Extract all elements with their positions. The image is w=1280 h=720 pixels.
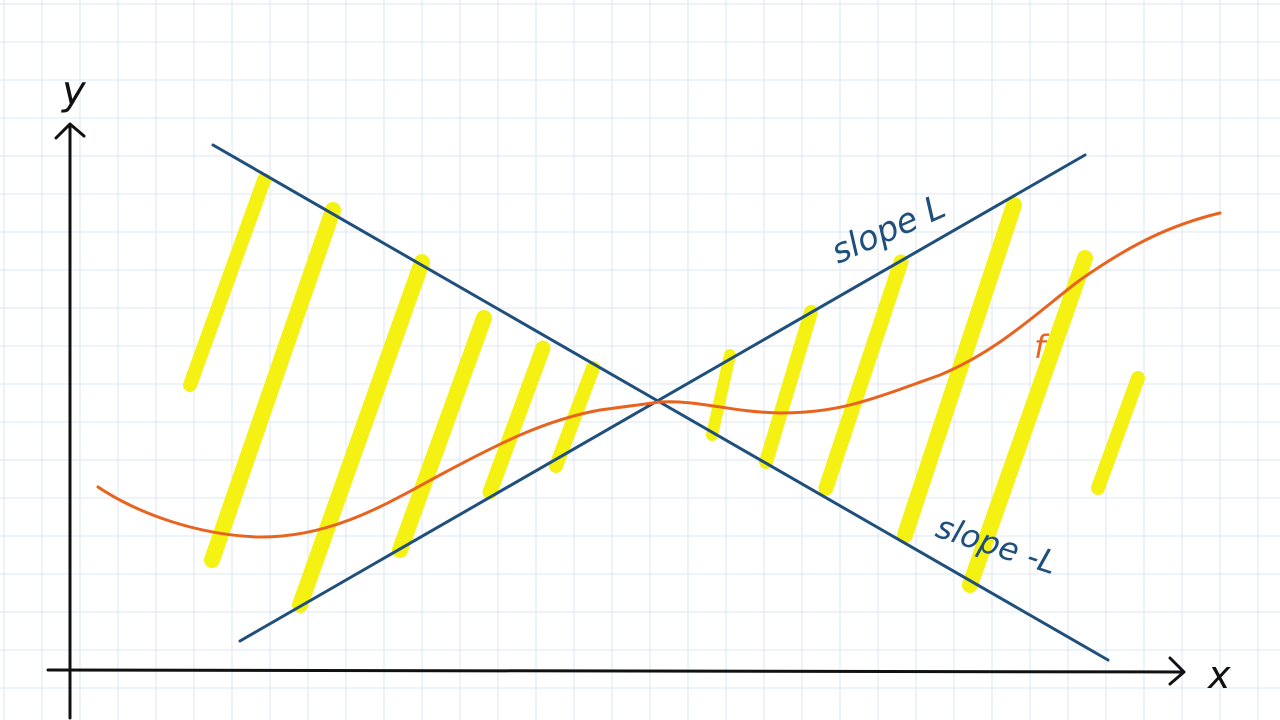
x-axis: [46, 668, 1184, 674]
arrow-head-icon: [1168, 656, 1186, 686]
hatch-stroke: [962, 250, 1093, 593]
hatch-stroke: [482, 340, 551, 500]
hatch-stroke: [759, 305, 818, 469]
cone-region-hatching: [183, 173, 1145, 613]
y-axis-label: y: [61, 68, 87, 114]
hatch-stroke: [183, 173, 271, 392]
slope-positive-line: [238, 153, 1087, 643]
function-curve: [96, 211, 1222, 539]
hatch-stroke: [204, 202, 341, 568]
hatch-stroke: [1091, 371, 1145, 495]
hatch-stroke: [392, 310, 492, 558]
coordinate-axes: [46, 122, 1186, 720]
arrow-head-icon: [54, 122, 86, 140]
hatch-stroke: [818, 254, 909, 496]
hatch-stroke: [706, 349, 736, 441]
hatch-stroke: [292, 254, 430, 613]
x-axis-label: x: [1207, 653, 1231, 697]
hatch-stroke: [897, 197, 1022, 543]
